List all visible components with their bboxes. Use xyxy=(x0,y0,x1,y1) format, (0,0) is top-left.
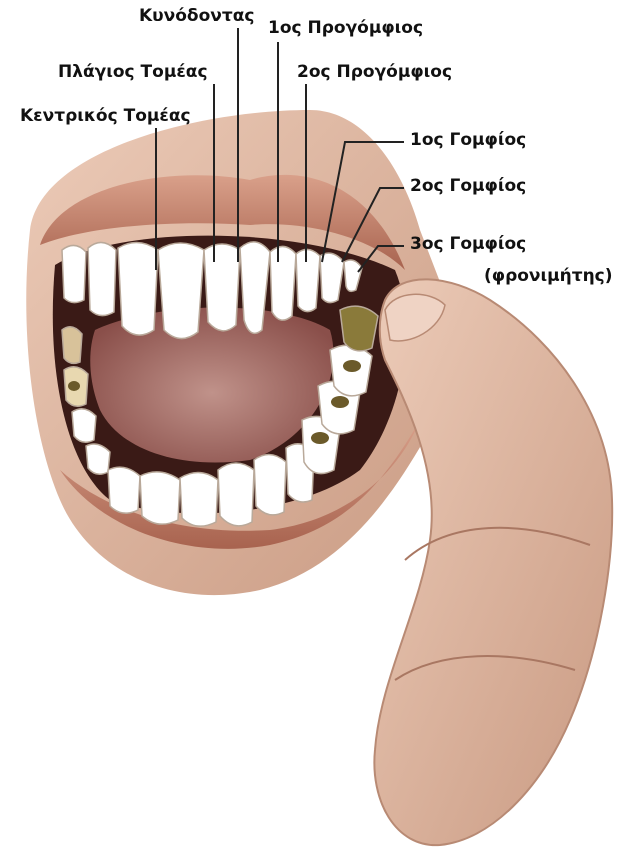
label-protos-gomfios: 1ος Γομφίος xyxy=(410,130,526,150)
label-tritos-gomfios: 3ος Γομφίος xyxy=(410,234,526,254)
label-protos-progomfios: 1ος Προγόμφιος xyxy=(268,18,423,38)
finger xyxy=(374,279,612,845)
label-fronimitis: (φρονιμήτης) xyxy=(484,266,613,286)
label-plagios-tomeas: Πλάγιος Τομέας xyxy=(58,62,208,82)
label-defteros-progomfios: 2ος Προγόμφιος xyxy=(297,62,452,82)
label-kynodontas: Κυνόδοντας xyxy=(139,6,254,26)
label-defteros-gomfios: 2ος Γομφίος xyxy=(410,176,526,196)
label-kentrikos-tomeas: Κεντρικός Τομέας xyxy=(20,106,191,126)
